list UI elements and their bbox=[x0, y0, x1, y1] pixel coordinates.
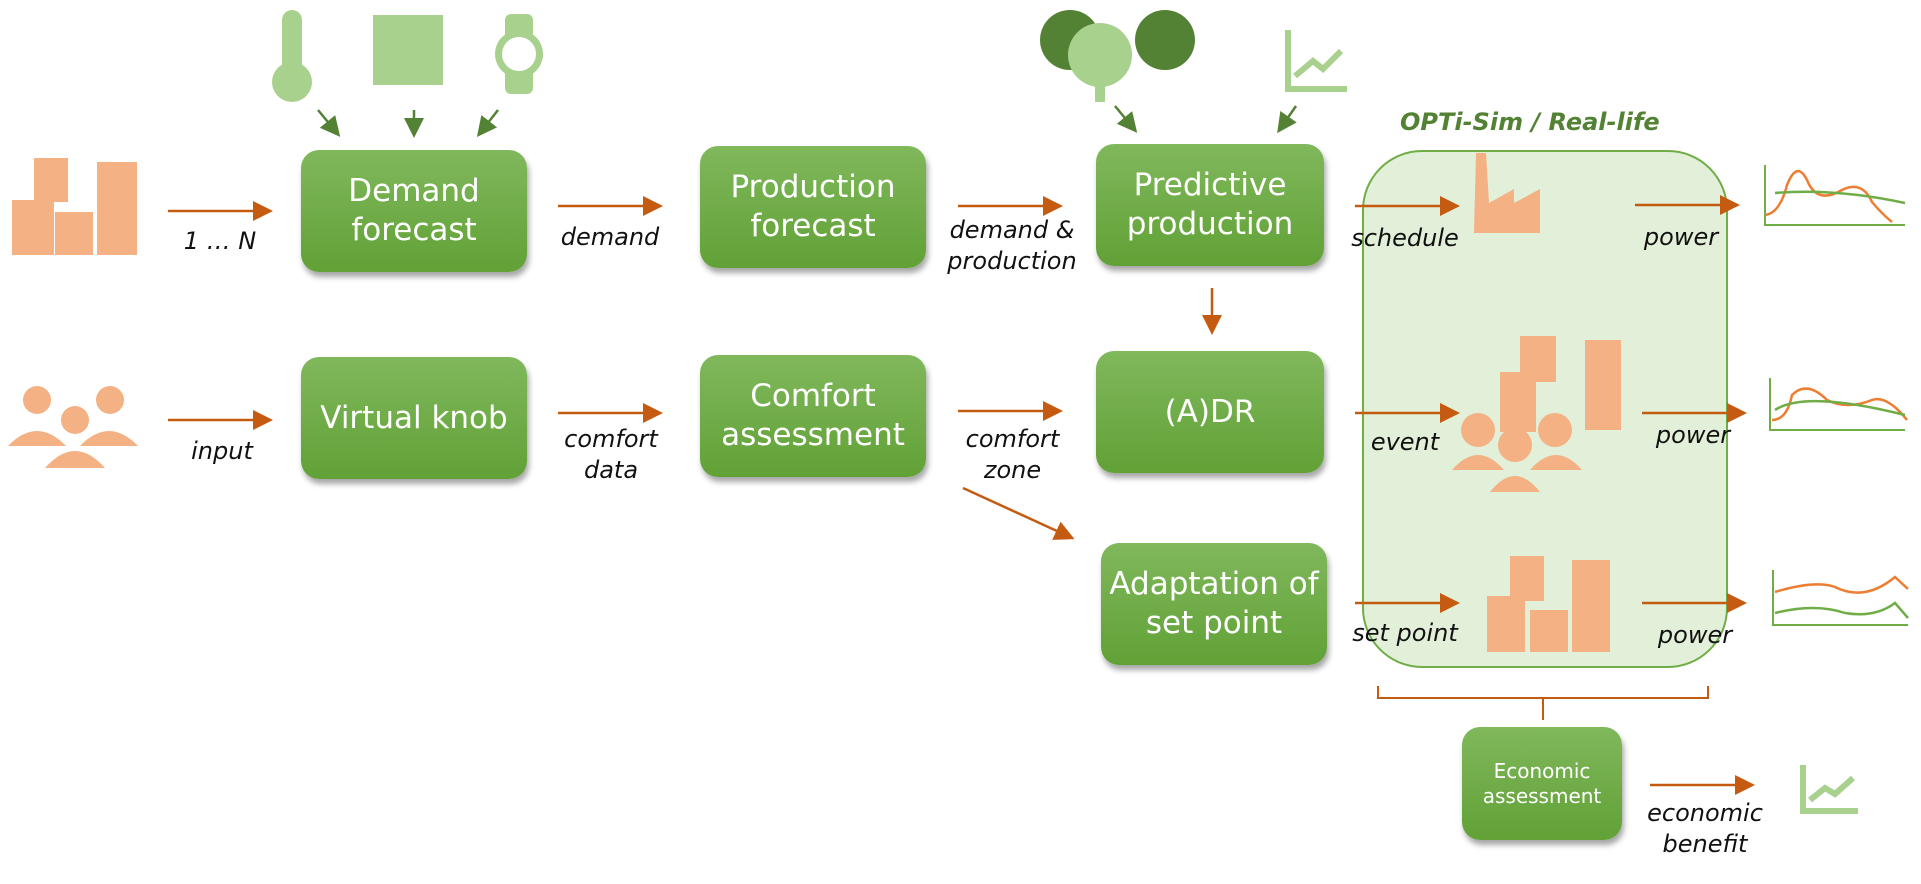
label-demand: demand bbox=[560, 223, 660, 251]
power-chart-2 bbox=[1769, 378, 1908, 431]
label-power-3: power bbox=[1657, 621, 1733, 649]
opti-sim-panel bbox=[1362, 150, 1728, 668]
comfort-assessment-box[interactable]: Comfort assessment bbox=[700, 355, 926, 477]
label-event: event bbox=[1370, 428, 1440, 456]
label-comfort-zone: comfort zone bbox=[965, 425, 1060, 485]
production-forecast-box[interactable]: Production forecast bbox=[700, 146, 926, 268]
euro-chart-icon-2 bbox=[1800, 765, 1858, 814]
people-icon bbox=[8, 386, 138, 468]
label-power-1: power bbox=[1643, 223, 1719, 251]
adr-box[interactable]: (A)DR bbox=[1096, 351, 1324, 473]
demand-forecast-box[interactable]: Demand forecast bbox=[301, 150, 527, 272]
buildings-icon bbox=[12, 158, 137, 255]
watch-icon bbox=[495, 14, 543, 94]
economic-assessment-box[interactable]: Economic assessment bbox=[1462, 727, 1622, 840]
flow-arrows bbox=[168, 195, 1755, 795]
factory-icon bbox=[1474, 153, 1540, 233]
virtual-knob-box[interactable]: Virtual knob bbox=[301, 357, 527, 479]
power-chart-1 bbox=[1764, 165, 1906, 226]
arrow-comfort-adaptation bbox=[962, 486, 1075, 540]
people-buildings-icon bbox=[1452, 336, 1621, 492]
label-economic-benefit: economic benefit bbox=[1647, 799, 1763, 859]
euro-chart-icon bbox=[1285, 30, 1347, 92]
label-power-2: power bbox=[1655, 421, 1731, 449]
label-set-point: set point bbox=[1352, 619, 1458, 647]
predictive-production-box[interactable]: Predictive production bbox=[1096, 144, 1324, 266]
label-1-to-n: 1 … N bbox=[183, 227, 257, 255]
buildings-icon-2 bbox=[1487, 556, 1610, 652]
label-schedule: schedule bbox=[1351, 224, 1459, 252]
bracket bbox=[1377, 686, 1709, 720]
label-comfort-data: comfort data bbox=[564, 425, 658, 485]
calendar-icon bbox=[373, 15, 443, 85]
trees-icon bbox=[1040, 10, 1195, 102]
thermometer-icon bbox=[272, 10, 312, 102]
adaptation-set-point-box[interactable]: Adaptation of set point bbox=[1101, 543, 1327, 665]
input-arrows bbox=[317, 105, 1298, 138]
power-chart-3 bbox=[1772, 570, 1909, 626]
label-input: input bbox=[191, 437, 253, 465]
panel-title: OPTi-Sim / Real-life bbox=[1400, 108, 1660, 136]
label-demand-production: demand & production bbox=[947, 216, 1077, 276]
